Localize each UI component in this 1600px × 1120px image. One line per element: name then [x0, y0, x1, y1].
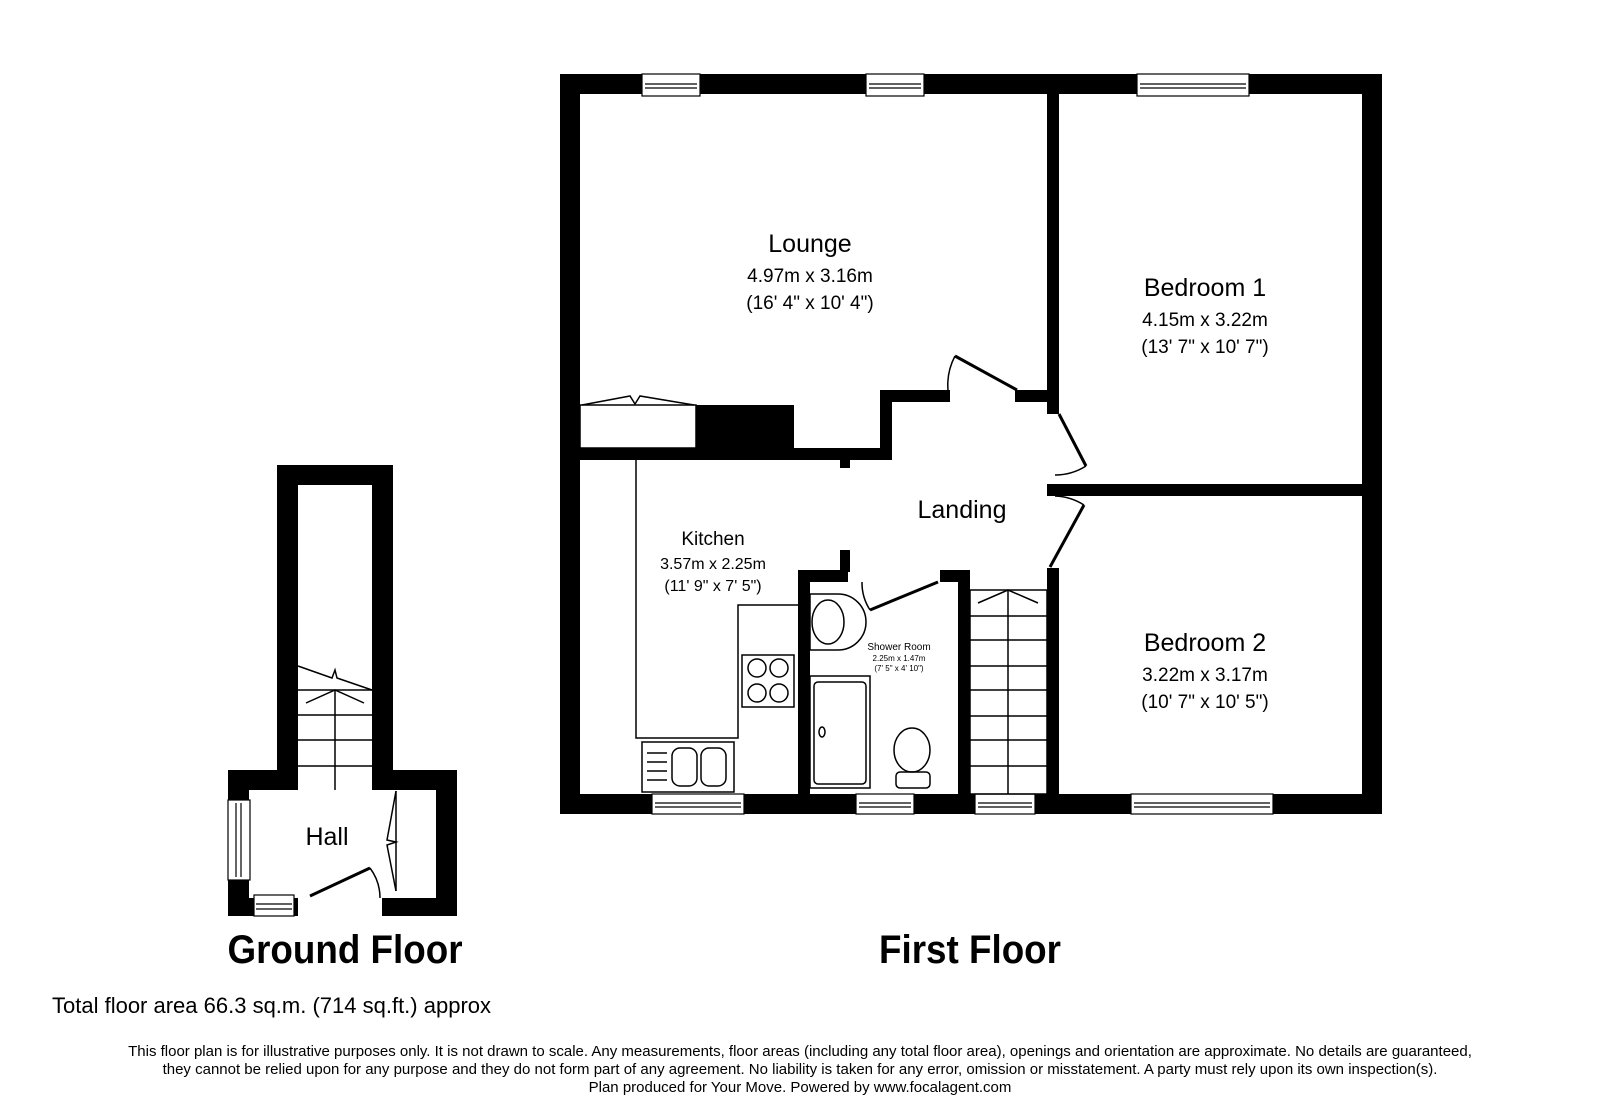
toilet-icon	[893, 727, 931, 773]
first-floor-title: First Floor	[879, 928, 1061, 972]
svg-text:3.22m x 3.17m: 3.22m x 3.17m	[1142, 665, 1268, 686]
svg-text:2.25m x 1.47m: 2.25m x 1.47m	[873, 654, 926, 663]
svg-text:3.57m x 2.25m: 3.57m x 2.25m	[660, 556, 766, 573]
hall-window	[227, 799, 251, 881]
sink-icon	[641, 741, 735, 793]
windows-first-floor	[641, 73, 1274, 815]
lounge-label: Lounge	[768, 230, 851, 258]
staircase-ground-floor	[297, 665, 373, 790]
shower-room-label: Shower Room	[867, 642, 930, 653]
chimney-breast	[696, 405, 794, 460]
shower-west-wall	[798, 570, 810, 794]
shower-east-wall	[958, 570, 970, 794]
hall-cupboard-doors	[309, 790, 399, 899]
lounge-door	[954, 354, 1018, 392]
bedroom2-door	[1048, 504, 1086, 568]
hob-icon	[741, 654, 795, 708]
lounge-bedroom1-wall	[1047, 94, 1059, 396]
fixtures-first-floor	[579, 354, 1088, 795]
kitchen-label: Kitchen	[681, 529, 744, 550]
ground-floor-plan	[228, 465, 457, 916]
shower-tray-icon	[809, 675, 871, 789]
svg-text:(7' 5" x 4' 10"): (7' 5" x 4' 10")	[874, 664, 924, 673]
hall-front-window	[253, 894, 295, 917]
disclaimer: This floor plan is for illustrative purp…	[128, 1043, 1472, 1096]
svg-text:(10' 7" x 10' 5"): (10' 7" x 10' 5")	[1141, 692, 1268, 713]
shower-room-door	[869, 580, 939, 612]
svg-text:(11' 9" x 7' 5"): (11' 9" x 7' 5")	[664, 578, 761, 595]
west-wall	[560, 74, 580, 812]
bedroom2-west-wall	[1047, 568, 1059, 794]
total-floor-area: Total floor area 66.3 sq.m. (714 sq.ft.)…	[52, 993, 492, 1018]
svg-text:(16' 4" x 10' 4"): (16' 4" x 10' 4")	[746, 293, 873, 314]
svg-text:(13' 7" x 10' 7"): (13' 7" x 10' 7")	[1141, 337, 1268, 358]
staircase-first-floor	[969, 589, 1048, 795]
bedroom2-label: Bedroom 2	[1144, 629, 1266, 657]
kitchen-worktop	[635, 460, 798, 739]
first-floor-plan	[560, 74, 1382, 814]
svg-text:4.97m x 3.16m: 4.97m x 3.16m	[747, 266, 873, 287]
svg-text:4.15m x 3.22m: 4.15m x 3.22m	[1142, 310, 1268, 331]
bedroom1-bedroom2-wall	[1047, 484, 1362, 496]
basin-icon	[809, 593, 867, 651]
room-labels: Lounge 4.97m x 3.16m (16' 4" x 10' 4") B…	[305, 230, 1268, 851]
landing-label: Landing	[918, 496, 1007, 524]
ground-floor-title: Ground Floor	[227, 928, 463, 972]
bedroom1-door	[1057, 413, 1088, 467]
ground-floor-fixtures	[227, 665, 399, 917]
front-door	[309, 866, 371, 898]
hall-label: Hall	[305, 823, 348, 851]
bedroom1-label: Bedroom 1	[1144, 274, 1266, 302]
lounge-cupboard	[579, 404, 697, 449]
east-wall	[1362, 74, 1382, 812]
